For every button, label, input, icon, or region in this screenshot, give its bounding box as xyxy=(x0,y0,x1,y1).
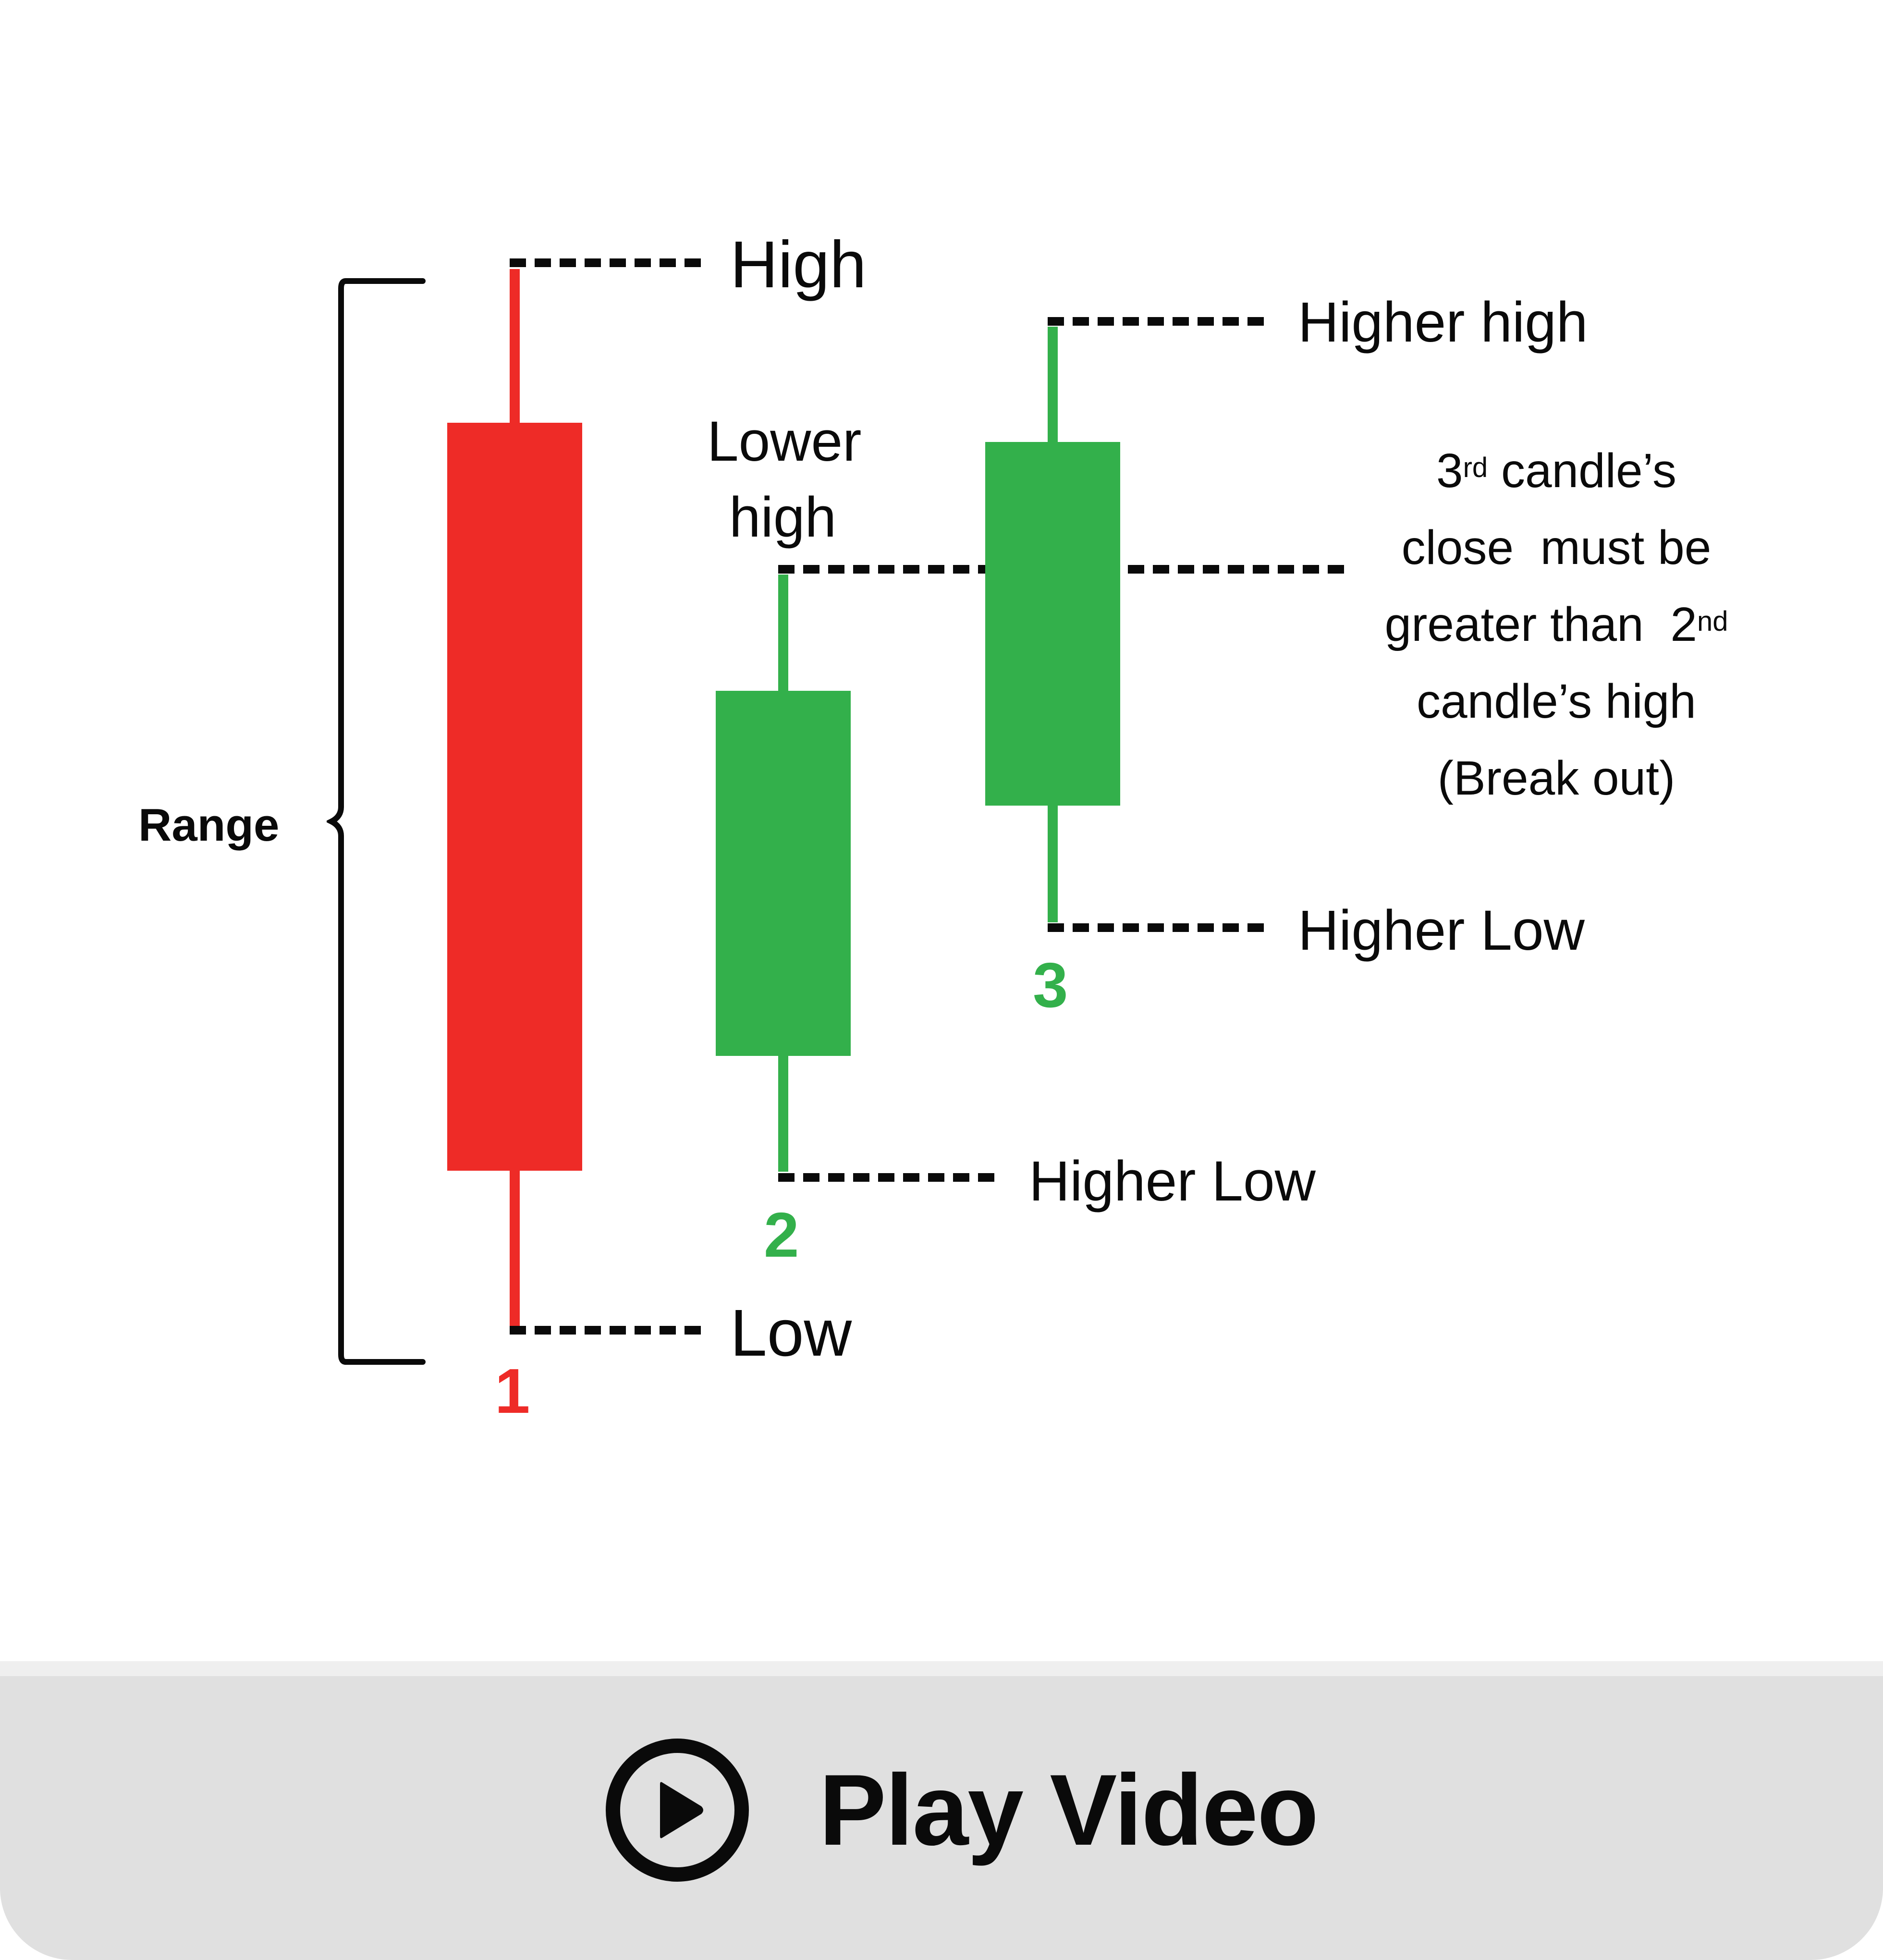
play-circle-icon xyxy=(606,1739,749,1882)
note-line-2: close must be xyxy=(1401,521,1712,575)
footer-stripe xyxy=(0,1661,1883,1676)
candle-3-body xyxy=(985,442,1120,806)
play-video-label: Play Video xyxy=(819,1753,1319,1866)
breakout-note: 3rd candle’s close must be greater than … xyxy=(1364,432,1748,817)
candle-2-high-label-2: high xyxy=(729,486,837,549)
footer-bar xyxy=(0,1661,1883,1960)
note-line-5: (Break out) xyxy=(1437,751,1675,805)
candle-1-low-line xyxy=(510,1326,702,1335)
note-line-1: 3rd candle’s xyxy=(1436,444,1677,498)
play-video-button[interactable]: Play Video xyxy=(605,1738,1319,1882)
candle-2-number: 2 xyxy=(764,1200,799,1270)
candle-3-number: 3 xyxy=(1033,950,1068,1020)
candle-2-low-line xyxy=(778,1173,999,1182)
note-line-3: greater than 2nd xyxy=(1384,598,1728,651)
candle-1-high-line xyxy=(510,258,702,267)
range-bracket xyxy=(327,278,426,1365)
range-label: Range xyxy=(138,799,280,851)
candle-1-high-label: High xyxy=(730,228,867,302)
candle-1-low-label: Low xyxy=(730,1296,852,1370)
candle-2-low-label: Higher Low xyxy=(1029,1150,1316,1213)
candle-3-low-line xyxy=(1048,923,1269,932)
candle-1-body xyxy=(447,423,582,1171)
candle-3-low-label: Higher Low xyxy=(1298,899,1585,962)
candle-2-body xyxy=(716,691,851,1056)
candle-3-high-line xyxy=(1048,317,1269,326)
note-line-4: candle’s high xyxy=(1417,674,1696,728)
candle-1-number: 1 xyxy=(495,1356,530,1426)
candle-2-high-label-1: Lower xyxy=(707,410,862,473)
candle-3-high-label: Higher high xyxy=(1298,291,1588,354)
